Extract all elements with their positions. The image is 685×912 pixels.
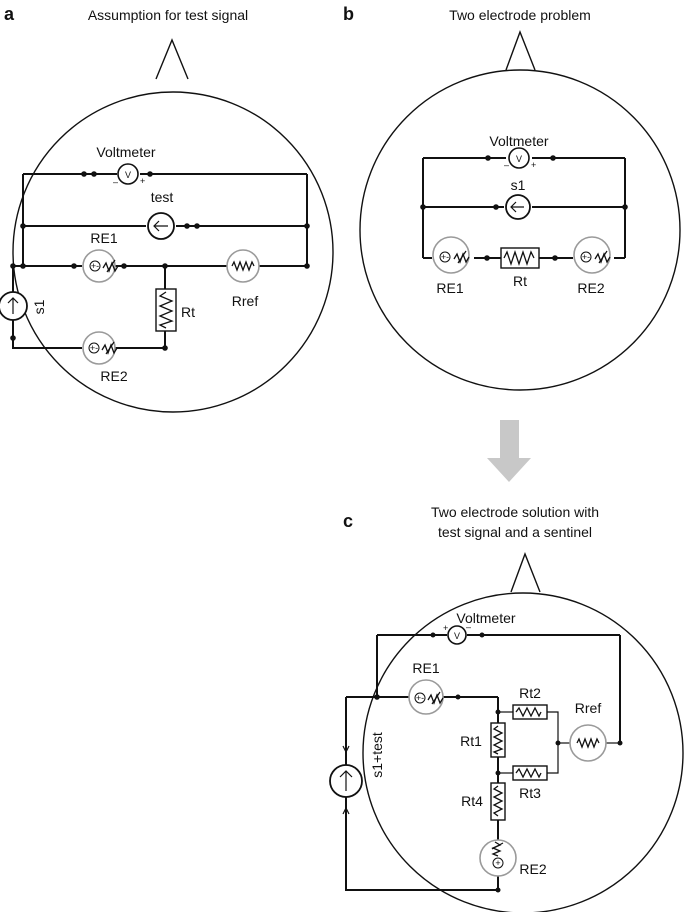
re2-pm: +- bbox=[582, 252, 590, 262]
panel-b-re1-label: RE1 bbox=[436, 280, 463, 296]
re1-pm: +- bbox=[91, 261, 99, 271]
panel-a-voltmeter: V – + bbox=[113, 163, 145, 187]
re1-pm: +- bbox=[416, 693, 424, 703]
panel-c-current-arrows bbox=[342, 745, 350, 815]
panel-c-rref-label: Rref bbox=[575, 700, 602, 716]
panel-c-rt3 bbox=[512, 765, 548, 781]
panel-a-re1-electrode: +- bbox=[82, 249, 119, 283]
panel-a-head bbox=[12, 91, 334, 413]
panel-a-test-label: test bbox=[151, 189, 174, 205]
panel-a-s1-label: s1 bbox=[31, 299, 47, 314]
panel-a-title: Assumption for test signal bbox=[88, 7, 248, 23]
voltmeter-glyph: V bbox=[125, 170, 131, 180]
panel-a-rref-label: Rref bbox=[232, 293, 259, 309]
panel-c-rref bbox=[569, 724, 607, 762]
panel-b-nose bbox=[505, 30, 536, 71]
panel-a-rt bbox=[155, 288, 177, 332]
panel-a-voltmeter-label: Voltmeter bbox=[96, 144, 155, 160]
re1-pm: +- bbox=[441, 252, 449, 262]
panel-c-re2-electrode: + bbox=[479, 839, 517, 877]
panel-c-rt2 bbox=[512, 704, 548, 720]
panel-b: b Two electrode problem V bbox=[343, 4, 681, 391]
panel-b-voltmeter-label: Voltmeter bbox=[489, 133, 548, 149]
panel-b-s1-source bbox=[505, 194, 531, 220]
panel-c-nose bbox=[510, 552, 541, 593]
panel-c-letter: c bbox=[343, 511, 353, 531]
panel-c-re2-label: RE2 bbox=[519, 861, 546, 877]
panel-c-rt4-label: Rt4 bbox=[461, 793, 483, 809]
panel-c-junctions bbox=[374, 632, 623, 893]
panel-b-s1-label: s1 bbox=[511, 177, 526, 193]
panel-b-title: Two electrode problem bbox=[449, 7, 591, 23]
panel-c-s1-test-source bbox=[329, 764, 363, 798]
panel-a: a Assumption for test signal bbox=[0, 4, 334, 413]
panel-b-head bbox=[359, 69, 681, 391]
panel-c-re1-electrode: +- bbox=[408, 679, 444, 715]
re2-pm: +- bbox=[90, 343, 98, 353]
panel-a-rt-label: Rt bbox=[181, 304, 195, 320]
panel-a-letter: a bbox=[4, 4, 15, 24]
panel-a-re2-label: RE2 bbox=[100, 368, 127, 384]
panel-c-voltmeter: V + – bbox=[443, 622, 471, 645]
panel-a-nose bbox=[155, 38, 189, 80]
panel-c-rt1-label: Rt1 bbox=[460, 733, 482, 749]
panel-c-rt4 bbox=[490, 782, 506, 821]
voltmeter-glyph: V bbox=[516, 154, 522, 164]
voltmeter-plus: + bbox=[140, 176, 145, 186]
panel-a-junctions bbox=[10, 171, 310, 351]
b-to-c-arrow bbox=[487, 420, 531, 482]
voltmeter-minus: – bbox=[504, 160, 509, 170]
panel-a-rref bbox=[226, 249, 260, 283]
panel-a-re2-electrode: +- bbox=[82, 331, 118, 365]
panel-c: c Two electrode solution with test signa… bbox=[329, 504, 684, 912]
panel-c-title-line1: Two electrode solution with bbox=[431, 504, 599, 520]
panel-b-voltmeter: V – + bbox=[504, 147, 536, 170]
panel-c-voltmeter-label: Voltmeter bbox=[456, 610, 515, 626]
panel-a-re1-label: RE1 bbox=[90, 230, 117, 246]
panel-b-rt bbox=[500, 247, 540, 269]
voltmeter-plus: + bbox=[443, 623, 448, 633]
panel-b-re1-electrode: +- bbox=[432, 236, 470, 274]
panel-a-s1-source bbox=[0, 291, 28, 321]
panel-b-rt-label: Rt bbox=[513, 273, 527, 289]
panel-c-rt1 bbox=[490, 722, 506, 758]
panel-b-letter: b bbox=[343, 4, 354, 24]
panel-b-re2-electrode: +- bbox=[573, 236, 611, 274]
voltmeter-minus: – bbox=[113, 177, 118, 187]
panel-c-rt3-label: Rt3 bbox=[519, 785, 541, 801]
panel-c-rt2-label: Rt2 bbox=[519, 685, 541, 701]
panel-b-re2-label: RE2 bbox=[577, 280, 604, 296]
panel-b-junctions bbox=[420, 155, 628, 261]
panel-a-test-source bbox=[147, 212, 175, 240]
voltmeter-glyph: V bbox=[454, 631, 460, 641]
voltmeter-minus: – bbox=[466, 622, 471, 632]
panel-c-s1-test-label: s1+test bbox=[369, 732, 385, 778]
panel-c-head bbox=[362, 592, 684, 912]
re2-pm: + bbox=[495, 858, 500, 868]
voltmeter-plus: + bbox=[531, 160, 536, 170]
panel-c-title-line2: test signal and a sentinel bbox=[438, 524, 592, 540]
panel-c-re1-label: RE1 bbox=[412, 660, 439, 676]
